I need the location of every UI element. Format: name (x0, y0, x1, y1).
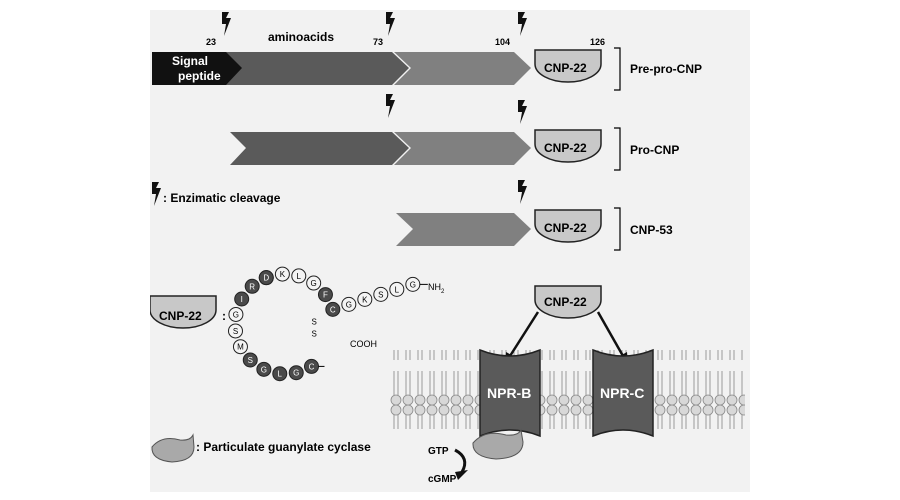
guanylate-cyclase-legend: : Particulate guanylate cyclase (196, 440, 371, 454)
pro-cnp-row: CNP-22 Pro-CNP (230, 94, 679, 171)
amino-acid-letter: M (237, 343, 244, 352)
cooh-label: COOH (350, 339, 377, 349)
cleavage-bolt-icon (518, 180, 527, 204)
pre-pro-cnp-label: Pre-pro-CNP (630, 62, 702, 76)
signal-peptide-label-2: peptide (178, 69, 221, 83)
amino-acid-letter: G (410, 280, 416, 289)
cnp53-segment (396, 213, 531, 246)
amino-acid-letter: G (311, 279, 317, 288)
cnp-diagram: Signal peptide 23 aminoacids 73 104 126 … (150, 10, 750, 492)
amino-acid-letter: L (278, 370, 283, 379)
amino-acid-letter: L (395, 285, 400, 294)
amino-acid-letter: F (323, 291, 328, 300)
amino-acid-residue (228, 306, 244, 322)
pro-segment-2 (394, 132, 531, 165)
diagram-canvas: Signal peptide 23 aminoacids 73 104 126 … (150, 12, 745, 485)
cnp53-row: CNP-22 CNP-53 (396, 180, 673, 251)
colon: : (222, 309, 226, 323)
tail-residue (357, 291, 373, 307)
pro-segment-1 (230, 132, 409, 165)
signal-peptide-label: Signal (172, 54, 208, 68)
bracket (614, 127, 621, 171)
arrowhead (455, 470, 468, 480)
amino-acid-letter: G (346, 300, 352, 309)
amino-acid-letter: G (293, 369, 299, 378)
aminoacids-label: aminoacids (268, 30, 334, 44)
arrow-to-npr-b (508, 311, 540, 357)
tail-residue (341, 296, 357, 312)
cnp22-label: CNP-22 (544, 141, 587, 155)
amino-acid-residue (288, 365, 304, 381)
amino-acid-residue (306, 275, 322, 291)
tail-residue (389, 281, 405, 297)
amino-acid-letter: C (330, 305, 336, 314)
amino-acid-residue (272, 366, 288, 382)
amino-acid-letter: G (233, 310, 239, 319)
disulfide-sulfur: S (311, 317, 316, 326)
amino-acid-letter: C (309, 362, 315, 371)
amino-acid-residue (274, 266, 290, 282)
cgmp-label: cGMP (428, 474, 457, 485)
npr-c-receptor (592, 348, 654, 438)
amino-acid-letter: L (297, 272, 302, 281)
amino-acid-residue (258, 270, 274, 286)
cnp22-label: CNP-22 (544, 61, 587, 75)
bracket (614, 207, 621, 251)
cleavage-bolt-icon (386, 94, 395, 118)
cell-membrane (390, 350, 745, 429)
pro-segment-2 (394, 52, 531, 85)
gtp-label: GTP (428, 446, 449, 457)
amino-acid-residue (256, 361, 272, 377)
npr-b-receptor (479, 348, 541, 438)
cnp22-label: CNP-22 (544, 295, 587, 309)
amino-acid-residue (232, 339, 248, 355)
cnp22-sequence: LKLGFCCGLGSMSGIRDGKSLGSS (227, 266, 428, 382)
amino-acid-letter: D (263, 274, 269, 283)
bracket (614, 47, 621, 91)
cleavage-bolt-icon (518, 100, 527, 124)
cleavage-bolt-icon (386, 12, 395, 36)
amino-acid-residue (242, 352, 258, 368)
arrow-to-npr-c (596, 311, 625, 357)
amino-acid-residue (317, 287, 333, 303)
conversion-arrow (454, 448, 467, 473)
cleavage-bolt-icon (518, 12, 527, 36)
npr-c-label: NPR-C (600, 385, 644, 401)
amino-acid-letter: I (241, 295, 243, 304)
signal-peptide-segment (152, 52, 244, 85)
enzimatic-cleavage-legend: : Enzimatic cleavage (163, 191, 281, 205)
amino-acid-letter: S (233, 327, 238, 336)
num-104: 104 (495, 37, 510, 47)
pro-segment-1 (226, 52, 409, 85)
amino-acid-letter: S (248, 356, 253, 365)
cnp22-label: CNP-22 (544, 221, 587, 235)
npr-b-label: NPR-B (487, 385, 531, 401)
amino-acid-residue (325, 301, 341, 317)
amino-acid-residue (291, 268, 307, 284)
amino-acid-residue (244, 278, 260, 294)
cleavage-bolt-icon (222, 12, 231, 36)
disulfide-sulfur: S (311, 329, 316, 338)
amino-acid-letter: R (249, 282, 255, 291)
amino-acid-residue (227, 323, 243, 339)
amino-acid-letter: K (362, 295, 368, 304)
nh2-label: NH2 (428, 282, 445, 295)
amino-acid-letter: G (261, 365, 267, 374)
guanylate-cyclase-domain (472, 428, 524, 460)
cleavage-legend-bolt-icon (152, 182, 161, 206)
pro-cnp-label: Pro-CNP (630, 143, 679, 157)
num-126: 126 (590, 37, 605, 47)
num-73: 73 (373, 37, 383, 47)
amino-acid-residue (234, 291, 250, 307)
pre-pro-cnp-row: Signal peptide 23 aminoacids 73 104 126 … (152, 12, 702, 91)
tail-residue (373, 286, 389, 302)
guanylate-cyclase-icon (151, 433, 195, 463)
cnp22-label: CNP-22 (159, 309, 202, 323)
amino-acid-letter: S (378, 290, 383, 299)
amino-acid-letter: K (280, 270, 286, 279)
cnp53-label: CNP-53 (630, 223, 673, 237)
num-23: 23 (206, 37, 216, 47)
